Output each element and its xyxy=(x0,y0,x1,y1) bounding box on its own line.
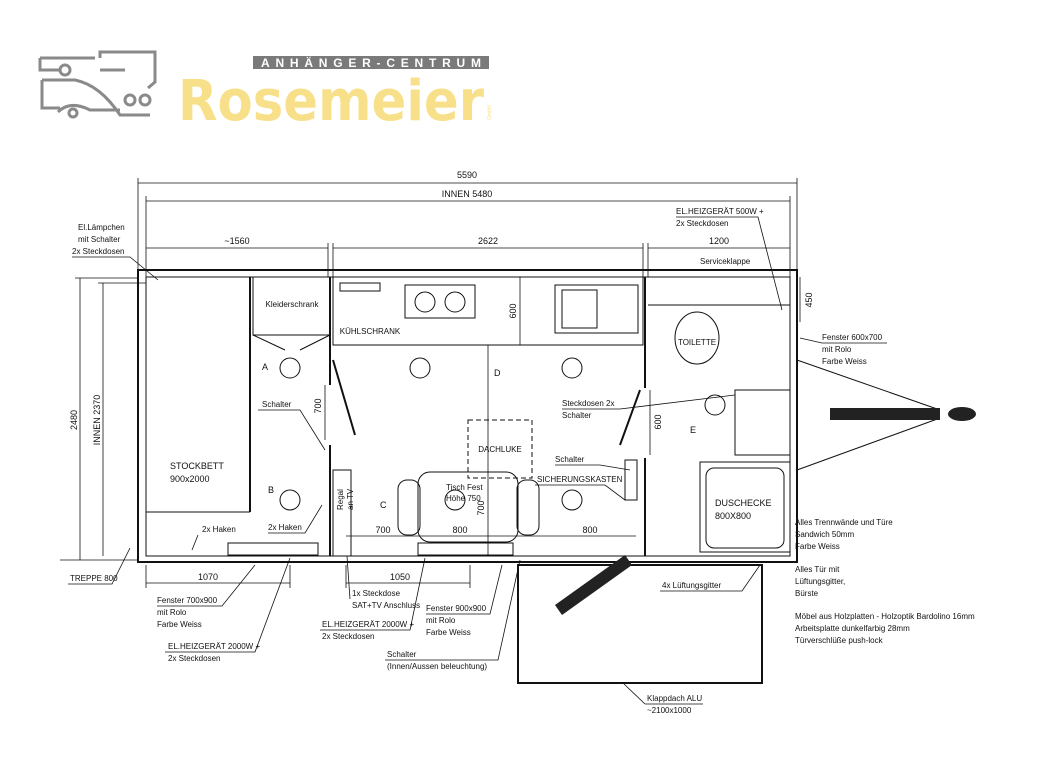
roof-hatch-label: DACHLUKE xyxy=(478,445,522,454)
entry-door-awning xyxy=(517,555,763,684)
dim-table-depth: 700 xyxy=(476,500,486,515)
shelf-label-2: an TV xyxy=(346,488,355,510)
annotation-stairs: TREPPE 800 xyxy=(70,574,118,583)
annotation-window-700-3: Farbe Weiss xyxy=(157,620,202,629)
annotation-window-600: Fenster 600x700 xyxy=(822,333,883,342)
annotation-hooks-1: 2x Haken xyxy=(202,525,236,534)
note-line: Türverschlüße push-lock xyxy=(795,636,884,645)
annotation-window-600-2: mit Rolo xyxy=(822,345,852,354)
annotation-light-switch-2: (Innen/Aussen beleuchtung) xyxy=(387,662,487,671)
logo-brand: Rosemeier xyxy=(178,69,484,134)
dim-inner-length: INNEN 5480 xyxy=(442,189,493,199)
tagline-bar xyxy=(253,56,489,69)
table-height: Höhe 750 xyxy=(446,494,481,503)
note-line: Farbe Weiss xyxy=(795,542,840,551)
annotation-heater-2000-mid: EL.HEIZGERÄT 2000W + xyxy=(322,620,414,629)
dim-section-left: ~1560 xyxy=(224,236,249,246)
annotation-lamp-3: 2x Steckdosen xyxy=(72,247,124,256)
room-labels: Kleiderschrank KÜHLSCHRANK TOILETTE STOC… xyxy=(170,300,772,521)
table-label: Tisch Fest xyxy=(446,483,483,492)
annotation-hooks-2: 2x Haken xyxy=(268,523,302,532)
dim-door-right: 600 xyxy=(653,414,663,429)
annotation-window-900-2: mit Rolo xyxy=(426,616,456,625)
dim-kitchen-depth: 600 xyxy=(508,303,518,318)
dim-window-offset: 450 xyxy=(804,292,814,307)
car-trailer-icon xyxy=(38,50,157,119)
dim-window-middle: 1050 xyxy=(390,572,410,582)
note-line: Alles Trennwände und Türe xyxy=(795,518,893,527)
fridge-label: KÜHLSCHRANK xyxy=(340,327,401,336)
annotation-socket-tv: 1x Steckdose xyxy=(352,589,401,598)
annotation-window-700: Fenster 700x900 xyxy=(157,596,218,605)
annotation-heater-500-2: 2x Steckdosen xyxy=(676,219,728,228)
dim-overall-length: 5590 xyxy=(457,170,477,180)
annotation-window-700-2: mit Rolo xyxy=(157,608,187,617)
dim-section-middle: 2622 xyxy=(478,236,498,246)
bed-size: 900x2000 xyxy=(170,474,210,484)
annotation-window-900-3: Farbe Weiss xyxy=(426,628,471,637)
bed-label: STOCKBETT xyxy=(170,461,224,471)
annotation-heater-500: EL.HEIZGERÄT 500W + xyxy=(676,207,764,216)
logo: ANHÄNGER-CENTRUM Rosemeier GmbH xyxy=(38,50,493,134)
annotation-vents: 4x Lüftungsgitter xyxy=(662,581,721,590)
note-line: Möbel aus Holzplatten - Holzoptik Bardol… xyxy=(795,612,975,621)
annotation-switch-left: Schalter xyxy=(262,400,292,409)
annotation-sockets-switch: Steckdosen 2x xyxy=(562,399,614,408)
dim-section-right: 1200 xyxy=(709,236,729,246)
logo-suffix: GmbH xyxy=(487,105,493,120)
annotation-heater-2000-left: EL.HEIZGERÄT 2000W + xyxy=(168,642,260,651)
note-line: Arbeitsplatte dunkelfarbig 28mm xyxy=(795,624,910,633)
dim-overall-width: 2480 xyxy=(69,410,79,430)
annotation-fuse-box: SICHERUNGSKASTEN xyxy=(537,475,623,484)
shower-size: 800X800 xyxy=(715,511,751,521)
marker-b: B xyxy=(268,485,274,495)
annotation-heater-2000-left-2: 2x Steckdosen xyxy=(168,654,220,663)
dim-bottom-a: 700 xyxy=(375,525,390,535)
dim-bottom-b: 800 xyxy=(452,525,467,535)
annotation-lamp-2: mit Schalter xyxy=(78,235,121,244)
annotation-window-600-3: Farbe Weiss xyxy=(822,357,867,366)
marker-d: D xyxy=(494,368,501,378)
marker-e: E xyxy=(690,425,696,435)
note-line: Alles Tür mit xyxy=(795,565,840,574)
view-markers: A B C D E xyxy=(262,362,696,510)
drawbar-coupling xyxy=(796,359,976,471)
wardrobe-label: Kleiderschrank xyxy=(266,300,320,309)
annotation-sockets-switch-2: Schalter xyxy=(562,411,592,420)
annotations: El.Lämpchen mit Schalter 2x Steckdosen E… xyxy=(68,207,887,715)
note-line: Bürste xyxy=(795,589,819,598)
toilet-label: TOILETTE xyxy=(678,338,716,347)
annotation-awning: Klappdach ALU xyxy=(647,694,702,703)
dim-bottom-c: 800 xyxy=(582,525,597,535)
annotation-switch-right: Schalter xyxy=(555,455,585,464)
dim-inner-width: INNEN 2370 xyxy=(92,395,102,446)
shower-label: DUSCHECKE xyxy=(715,498,772,508)
annotation-socket-tv-2: SAT+TV Anschluss xyxy=(352,601,420,610)
dimension-lines xyxy=(60,178,801,588)
marker-a: A xyxy=(262,362,268,372)
annotation-awning-2: ~2100x1000 xyxy=(647,706,692,715)
annotation-lamp: El.Lämpchen xyxy=(78,223,125,232)
annotation-heater-2000-mid-2: 2x Steckdosen xyxy=(322,632,374,641)
shelf-label: Regal xyxy=(336,489,345,510)
annotation-service-hatch: Serviceklappe xyxy=(700,257,751,266)
annotation-window-900: Fenster 900x900 xyxy=(426,604,487,613)
marker-c: C xyxy=(380,500,387,510)
note-line: Lüftungsgitter, xyxy=(795,577,845,586)
spec-notes: Alles Trennwände und Türe Sandwich 50mm … xyxy=(795,518,975,645)
note-line: Sandwich 50mm xyxy=(795,530,854,539)
annotation-light-switch: Schalter xyxy=(387,650,417,659)
trailer-walls xyxy=(137,269,798,563)
dim-window-left: 1070 xyxy=(198,572,218,582)
dimension-labels: 5590 INNEN 5480 ~1560 2622 1200 2480 INN… xyxy=(69,170,814,582)
dim-door-left: 700 xyxy=(313,398,323,413)
